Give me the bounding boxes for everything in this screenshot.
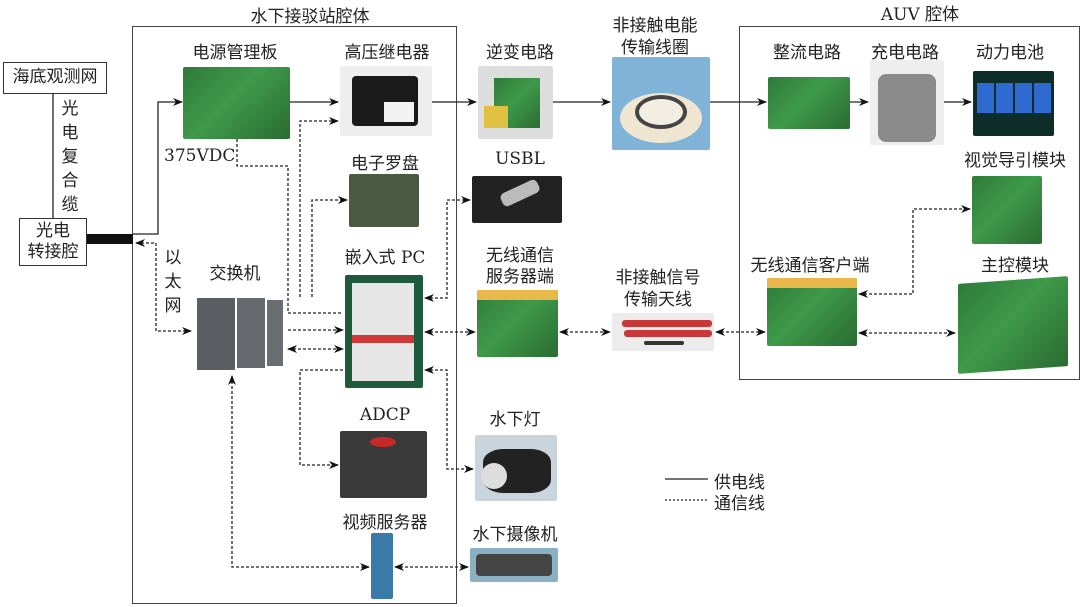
coil-image (612, 57, 710, 150)
vision-module-image (972, 176, 1042, 244)
video-server-image (371, 533, 393, 599)
vertical-char: 缆 (61, 195, 79, 215)
main-control-label: 主控模块 (981, 256, 1049, 276)
rectifier-label: 整流电路 (773, 43, 841, 63)
power-board-image (183, 67, 290, 139)
power-board-label: 电源管理板 (192, 43, 278, 63)
junction-box: 光电 转接腔 (19, 218, 87, 266)
wireless-server-image (477, 290, 558, 357)
composite-cable-label: 光电复合缆 (60, 97, 80, 217)
legend-comm-label: 通信线 (714, 494, 765, 514)
docking-station-frame (132, 26, 457, 604)
vertical-char: 以 (164, 248, 182, 268)
wireless-server-label-2: 服务器端 (486, 267, 554, 287)
wireless-server-label-1: 无线通信 (486, 246, 554, 266)
battery-image (973, 71, 1054, 136)
vertical-char: 网 (164, 296, 182, 316)
adcp-label: ADCP (359, 405, 411, 425)
junction-label-line2: 转接腔 (27, 242, 79, 262)
embedded-pc-image (345, 275, 423, 388)
vertical-char: 复 (61, 147, 79, 167)
antenna-label-2: 传输天线 (624, 290, 692, 310)
charger-label: 充电电路 (871, 43, 939, 63)
embedded-pc-label: 嵌入式 PC (344, 248, 426, 268)
vertical-char: 太 (164, 272, 182, 292)
vertical-char: 合 (61, 171, 79, 191)
wireless-client-label: 无线通信客户端 (750, 256, 870, 276)
light-label: 水下灯 (489, 410, 541, 430)
switch-label: 交换机 (209, 264, 261, 284)
charger-image (870, 60, 944, 145)
vertical-char: 电 (61, 123, 79, 143)
usbl-label: USBL (495, 149, 545, 169)
switch-image (193, 288, 285, 373)
inverter-label: 逆变电路 (486, 43, 554, 63)
vertical-char: 光 (61, 99, 79, 119)
rectifier-image (768, 77, 850, 129)
auv-title: AUV 腔体 (880, 5, 960, 25)
junction-label-line1: 光电 (36, 221, 70, 241)
voltage-label: 375VDC (164, 146, 236, 166)
hv-relay-label: 高压继电器 (344, 43, 430, 63)
adcp-image (340, 431, 427, 498)
coil-label-1: 非接触电能 (612, 16, 698, 36)
inverter-image (478, 66, 553, 139)
junction-cable (87, 234, 133, 244)
compass-label: 电子罗盘 (351, 154, 419, 174)
compass-image (349, 174, 419, 227)
wireless-client-image (767, 278, 857, 346)
camera-label: 水下摄像机 (472, 525, 558, 545)
ethernet-label: 以太网 (163, 246, 183, 318)
battery-label: 动力电池 (976, 43, 1044, 63)
hv-relay-image (340, 66, 432, 136)
antenna-image (612, 313, 714, 351)
legend-power-label: 供电线 (714, 473, 765, 493)
usbl-image (472, 176, 562, 223)
light-image (475, 435, 557, 501)
camera-image (470, 548, 558, 582)
coil-label-2: 传输线圈 (621, 38, 689, 58)
seafloor-observatory-label: 海底观测网 (12, 67, 98, 87)
video-server-label: 视频服务器 (342, 513, 428, 533)
antenna-label-1: 非接触信号 (615, 268, 701, 288)
main-control-image (958, 276, 1068, 374)
docking-station-title: 水下接驳站腔体 (250, 7, 370, 27)
vision-module-label: 视觉导引模块 (964, 151, 1066, 171)
seafloor-observatory-box: 海底观测网 (3, 62, 107, 94)
